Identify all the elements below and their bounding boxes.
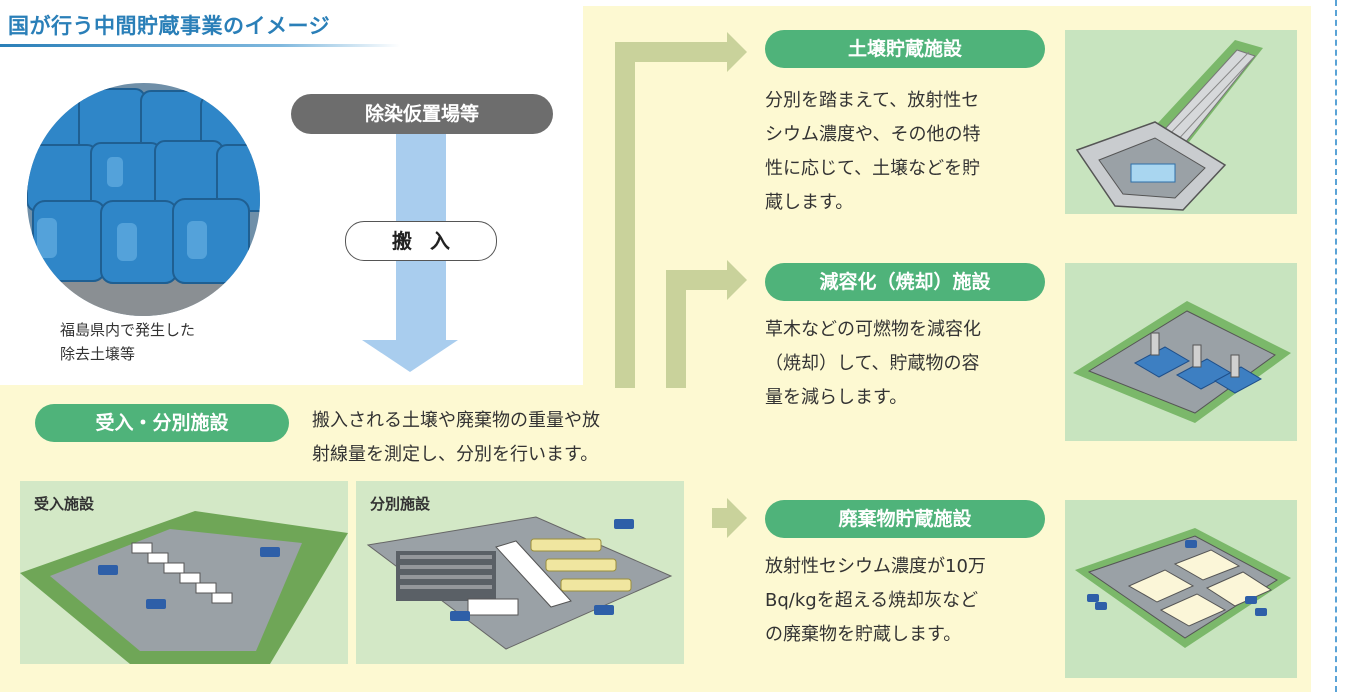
carry-in-pill: 搬入 [345, 221, 497, 261]
volume-reduction-description-line: 量を減らします。 [765, 387, 908, 408]
soil-storage-description: 分別を踏まえて、放射性セ シウム濃度や、その他の特 性に応じて、土壌などを貯 蔵… [765, 84, 980, 220]
volume-reduction-description-line: （焼却）して、貯蔵物の容 [765, 353, 980, 374]
waste-storage-description-line: Bq/kgを超える焼却灰など [765, 590, 979, 611]
reception-panel-label: 受入施設 [34, 495, 95, 513]
sorting-illustration [366, 516, 673, 650]
intake-description: 搬入される土壌や廃棄物の重量や放 射線量を測定し、分別を行います。 [312, 404, 600, 472]
blue-arrow-head [362, 340, 458, 372]
volume-reduction-illustration [1065, 263, 1297, 441]
sorting-panel-label: 分別施設 [370, 495, 431, 513]
photo-caption: 福島県内で発生した 除去土壌等 [60, 318, 195, 366]
soil-storage-illustration [1065, 30, 1297, 214]
intake-facility-pill: 受入・分別施設 [35, 404, 289, 442]
soil-storage-description-line: 蔵します。 [765, 192, 854, 213]
waste-storage-pill: 廃棄物貯蔵施設 [765, 500, 1045, 538]
waste-storage-description-line: 放射性セシウム濃度が10万 [765, 556, 986, 577]
volume-reduction-description: 草木などの可燃物を減容化 （焼却）して、貯蔵物の容 量を減らします。 [765, 313, 981, 415]
waste-storage-description-line: の廃棄物を貯蔵します。 [765, 624, 962, 645]
volume-reduction-pill: 減容化（焼却）施設 [765, 263, 1045, 301]
waste-storage-illustration [1065, 500, 1297, 678]
reception-panel: 受入施設 [20, 481, 348, 664]
source-pill: 除染仮置場等 [291, 94, 553, 134]
volume-reduction-description-line: 草木などの可燃物を減容化 [765, 319, 981, 340]
dashed-divider [1335, 0, 1337, 692]
title-underline [0, 44, 400, 47]
olive-branch-arrows [615, 32, 747, 538]
photo-caption-line: 福島県内で発生した [60, 321, 196, 339]
photo-caption-line: 除去土壌等 [60, 345, 136, 363]
sorting-panel: 分別施設 [356, 481, 684, 664]
page-title: 国が行う中間貯蔵事業のイメージ [8, 14, 331, 38]
waste-storage-description: 放射性セシウム濃度が10万 Bq/kgを超える焼却灰など の廃棄物を貯蔵します。 [765, 550, 986, 652]
soil-storage-description-line: シウム濃度や、その他の特 [765, 124, 981, 145]
soil-storage-description-line: 分別を踏まえて、放射性セ [765, 90, 980, 111]
soil-storage-pill: 土壌貯蔵施設 [765, 30, 1045, 68]
intake-description-line: 射線量を測定し、分別を行います。 [312, 444, 599, 465]
soil-storage-description-line: 性に応じて、土壌などを貯 [765, 158, 981, 179]
reception-illustration [20, 511, 348, 664]
intake-description-line: 搬入される土壌や廃棄物の重量や放 [312, 410, 600, 431]
